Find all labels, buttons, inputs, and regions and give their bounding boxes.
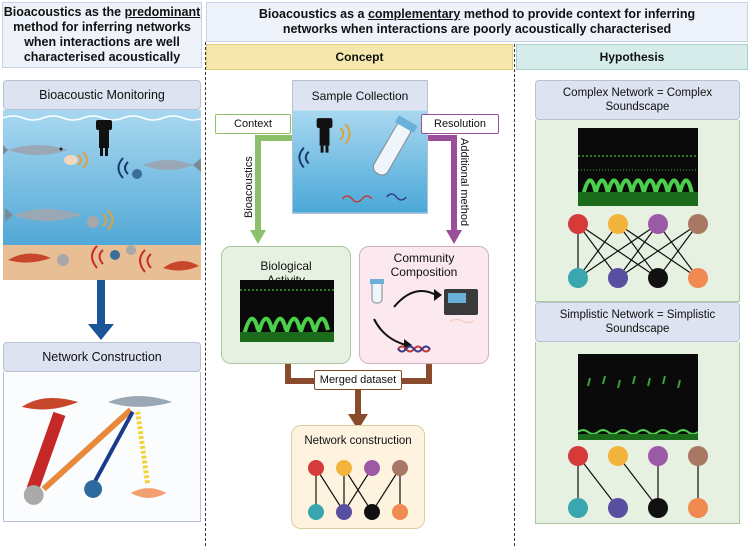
underlined-keyword: predominant (124, 5, 201, 19)
underlined-keyword: complementary (367, 7, 461, 21)
divider-left (205, 42, 206, 546)
network-node (392, 460, 408, 476)
sample-tube-icon (372, 115, 418, 176)
complex-spectrogram (578, 128, 698, 206)
hypothesis-column-header: Hypothesis (516, 44, 748, 70)
network-node (648, 446, 668, 466)
simplistic-network-title: Simplistic Network = Simplistic Soundsca… (535, 302, 740, 342)
network-node (364, 460, 380, 476)
snail-icon (126, 245, 136, 255)
concept-network-panel: Network construction (291, 425, 425, 529)
simplistic-network-panel (535, 342, 740, 524)
resolution-arrow (428, 135, 457, 234)
interaction-link (93, 410, 135, 483)
network-node (308, 460, 324, 476)
network-node (648, 268, 668, 288)
crayfish-icon (8, 253, 51, 263)
sample-tube-icon (370, 279, 384, 304)
divider-right (514, 44, 515, 546)
sample-collection-scene (292, 110, 428, 214)
network-node (648, 214, 668, 234)
species-network-illustration (3, 372, 201, 522)
crab-icon (110, 250, 120, 260)
snail-icon (57, 254, 69, 266)
interaction-link (41, 407, 133, 492)
sample-collection-title: Sample Collection (292, 80, 428, 110)
network-node (608, 268, 628, 288)
simplistic-spectrogram (578, 354, 698, 440)
fish-icon (130, 488, 167, 498)
crayfish-icon (163, 260, 199, 271)
snail-icon (23, 485, 44, 505)
crab-icon (132, 169, 142, 179)
concept-column-header: Concept (206, 44, 513, 70)
fish-icon (143, 158, 201, 172)
bioacoustic-monitoring-title: Bioacoustic Monitoring (3, 80, 201, 110)
right-header: Bioacoustics as a complementary method t… (206, 2, 748, 42)
sound-wave-icon (339, 123, 351, 145)
salmon-icon (3, 145, 68, 155)
resolution-tag: Resolution (421, 114, 499, 134)
sound-wave-icon (102, 209, 114, 231)
complex-network-panel (535, 120, 740, 302)
community-composition-panel: Community Composition (359, 246, 489, 364)
branch-arrows (250, 135, 462, 244)
hydrophone-icon (96, 120, 112, 156)
sound-wave-icon (91, 245, 104, 269)
network-construction-label: Network construction (304, 435, 412, 447)
complex-network-graph (568, 214, 708, 288)
network-node (364, 504, 380, 520)
network-node (688, 498, 708, 518)
spectrogram-image (240, 280, 334, 342)
network-node (568, 214, 588, 234)
crayfish-icon (21, 397, 79, 410)
network-node (688, 268, 708, 288)
sound-wave-icon (117, 157, 129, 179)
merged-dataset-tag: Merged dataset (314, 370, 402, 390)
hydrophone-icon (316, 118, 333, 153)
additional-method-label: Additional method (458, 138, 470, 227)
sound-wave-icon (77, 151, 88, 169)
network-node (568, 446, 588, 466)
snail-icon (87, 216, 99, 228)
sequencing-illustration (370, 279, 478, 353)
complex-network-title: Complex Network = Complex Soundscape (535, 80, 740, 120)
network-node (608, 498, 628, 518)
network-node (336, 504, 352, 520)
network-node (648, 498, 668, 518)
interaction-link-weak (135, 411, 150, 484)
network-node (336, 460, 352, 476)
network-node (688, 446, 708, 466)
network-node (308, 504, 324, 520)
context-tag: Context (215, 114, 291, 134)
salmon-icon (107, 396, 173, 407)
network-node (688, 214, 708, 234)
community-composition-title: Community Composition (390, 251, 458, 279)
simplistic-network-graph (568, 446, 708, 518)
network-node (392, 504, 408, 520)
underwater-monitoring-scene (3, 110, 201, 280)
network-node (568, 268, 588, 288)
context-arrow (255, 135, 292, 234)
sound-wave-icon (139, 249, 152, 273)
salmon-icon (5, 208, 83, 222)
dna-icon (386, 193, 407, 201)
biological-activity-panel: Biological Activity (221, 246, 351, 364)
network-node (608, 446, 628, 466)
interaction-link-strong (26, 411, 66, 492)
sound-wave-icon (298, 147, 310, 169)
network-graph (308, 460, 408, 520)
network-node (568, 498, 588, 518)
shrimp-icon (64, 155, 78, 165)
bioacoustics-label: Bioacoustics (243, 156, 255, 218)
crab-icon (84, 480, 102, 498)
left-header: Bioacoustics as the predominant method f… (2, 2, 202, 68)
network-construction-title: Network Construction (3, 342, 201, 372)
network-node (608, 214, 628, 234)
down-arrow (88, 280, 114, 340)
dna-icon (341, 195, 373, 203)
